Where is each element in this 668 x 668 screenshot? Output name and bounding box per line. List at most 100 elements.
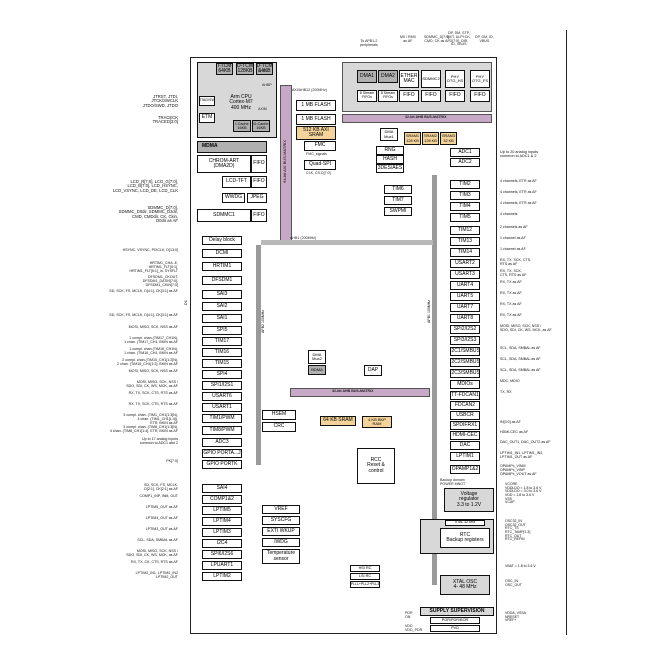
spi23-pins: MOSI, MISO, SCK, NSS / SDO, SDI, CK, WS,…: [500, 324, 552, 332]
jtag-pins: JTRST, JTDI, JTCK/SWCLK JTDO/SWD, JTDO: [142, 94, 178, 108]
ethmac-fifo: FIFO: [399, 90, 419, 102]
tim15-pins: 2 compl. chan.(TIM15_CH1[1:2]N), 2 chan.…: [117, 358, 178, 366]
apb2-bus: [256, 245, 261, 465]
quadspi-block: Quad-SPI: [304, 160, 336, 170]
uart7-pins: RX, TX as AF: [500, 302, 522, 306]
spi1-block: SPI1/I2S1: [202, 381, 242, 390]
voltreg-block: Voltage regulator 3.3 to 1.2V: [444, 488, 494, 512]
tim17-pins: 1 compl. chan.(TIM17_CH1N), 1 chan. (TIM…: [124, 336, 178, 344]
flash1-block: 1 MB FLASH: [296, 100, 336, 111]
ahb-bus-matrix-top: [342, 114, 492, 123]
bkp-block: 4 KB BKP RAM: [362, 416, 392, 428]
lptim2-block: LPTIM2: [202, 572, 242, 581]
delay-block: Delay block: [202, 236, 242, 245]
sai4-block: SAI4: [202, 484, 242, 493]
dcmi-pins: HSYNC, VSYNC, PIXCLK, D[13:0]: [122, 248, 178, 252]
sdmmc2-block: SDMMC2: [421, 70, 441, 88]
dma2-block: DMA2: [378, 70, 398, 83]
iwdg-block: IWDG: [262, 538, 300, 547]
lcdtft-block: LCD-TFT: [222, 176, 251, 188]
tim5-block: TIM5: [450, 213, 480, 222]
mdios-pins: MDC, MDIO: [500, 379, 520, 383]
tim3-pins: 4 channels, ETR as AF: [500, 190, 537, 194]
lpuart1-block: LPUART1: [202, 561, 242, 570]
apb1-bus: [432, 175, 437, 585]
spi6i2s6-block: SPI6/I2S6: [202, 550, 242, 559]
otgfs-fifo: FIFO: [470, 90, 490, 102]
dtcm2-block: D-TCM 64KB: [256, 63, 273, 75]
tim13-block: TIM13: [450, 237, 480, 246]
adc2-block: ADC2: [450, 158, 480, 167]
uart5-pins: RX, TX as AF: [500, 291, 522, 295]
lcdtft-fifo: FIFO: [251, 176, 267, 188]
hsem-block: HSEM: [262, 410, 296, 420]
lptim5-block: LPTIM5: [202, 506, 242, 515]
dcache-block: D-Cache 16KB: [252, 120, 270, 132]
jpeg-block: JPEG: [247, 193, 267, 203]
ahb1-clock-label: AHB1 (200MHz): [290, 236, 317, 240]
ahbp-label: AHBP: [262, 83, 272, 87]
gpiok-pins: PK[7:0]: [166, 459, 178, 463]
sai2-block: SAI2: [202, 302, 242, 311]
tim16-block: TIM16: [202, 348, 242, 357]
spi4-pins: MOSI, MISO, SCK, NSS as AF: [128, 369, 178, 373]
tim4-pins: 4 channels, ETR as AF: [500, 201, 537, 205]
tim3-block: TIM3: [450, 191, 480, 200]
spi5-pins: MOSI, MISO, SCK, NSS as AF: [128, 325, 178, 329]
spi4-block: SPI4: [202, 370, 242, 379]
rtc-block: RTC Backup registers: [440, 528, 490, 548]
itcm-block: I-TCM 64KB: [216, 63, 233, 75]
chromart-fifo: FIFO: [251, 155, 267, 173]
hdmicec-block: HDMI-CEC: [450, 431, 480, 440]
i2c3-pins: SCL, SDA, SMBAL as AF: [500, 368, 541, 372]
adc3-block: ADC3: [202, 438, 242, 447]
pll-block: PLL1+PLL2+PLL3: [350, 581, 380, 588]
sdmmc1-block: SDMMC1: [197, 209, 251, 222]
tim1-block: TIM1/PWM: [202, 414, 242, 423]
hrtim1-pins: HRTIM1_CHA..E, HRTIM1_FLT[5:1], HRTIM1_F…: [129, 261, 178, 273]
dac-block: DAC: [450, 441, 480, 450]
lptim3-block: LPTIM3: [202, 528, 242, 537]
lptim3-pins: LPTIM3_OUT as AF: [145, 527, 178, 531]
i2c1-pins: SCL, SDA, SMBAL as AF: [500, 346, 541, 350]
mii-pin: MII / RMII as AF: [400, 35, 416, 43]
tim13-pins: 1 channel as AF: [500, 236, 526, 240]
tim2-block: TIM2: [450, 180, 480, 189]
usart2-pins: RX, TX, SCK, CTS, RTS as AF: [500, 258, 532, 266]
usart6-block: USART6: [202, 392, 242, 401]
pdr-on-pin: PDR ON: [405, 611, 413, 619]
rtc-pins: OSC32_IN OSC32_OUT RTC_TS RTC_TAMP[1:3] …: [505, 519, 531, 542]
tim15-block: TIM15: [202, 359, 242, 368]
lsi-block: LSI RC: [350, 573, 380, 580]
fdcan2-block: FDCAN2: [450, 401, 480, 410]
tim2-pins: 4 channels, ETR as AF: [500, 179, 537, 183]
dmamux1-block: DMA Mux1: [380, 128, 398, 141]
opamp-block: OPAMP1&2: [450, 465, 480, 474]
tim8-pins: 3 compl. chan. (TIM8_CH1[1:3]N), 4 chan.…: [109, 425, 178, 433]
lcd-pins: LCD_R[7:0], LCD_G[7:0], LCD_B[7:0], LCD_…: [112, 179, 178, 193]
tim12-block: TIM12: [450, 226, 480, 235]
pvd-block: PVD: [430, 625, 480, 632]
spi1-pins: MOSI, MISO, SCK, NSS / SDO, SDI, CK, WS,…: [126, 380, 178, 388]
dtcm-block: D-TCM 128KB: [236, 63, 254, 75]
axi-bus-label: 64-bit AXI BUS-MATRIX: [282, 140, 287, 183]
sdmmc-pins: SDMMC_D[7:0], SDMMC_D0dir, SDMMC_D2dir, …: [118, 205, 178, 224]
i2c2-pins: SCL, SDA, SMBAL as AF: [500, 357, 541, 361]
apb2-label: APB2 100MHz: [261, 310, 265, 333]
sram1-block: SRAM1 128 KB: [404, 132, 421, 145]
lptim4-block: LPTIM4: [202, 517, 242, 526]
sai1-pins: SD, SCK, FS, MCLK, D[4:1], CK[3:1] as AF: [109, 313, 178, 317]
flash2-block: 1 MB FLASH: [296, 114, 336, 125]
tim7-block: TIM7: [384, 196, 412, 205]
fmc-block: FMC: [304, 141, 336, 151]
cpu-block: Arm CPU Cortex-M7 400 MHz: [216, 90, 266, 116]
syscfg-block: SYSCFG: [262, 516, 300, 525]
hrtim1-block: HRTIM1: [202, 262, 242, 271]
ahbs-label: AHBS: [258, 69, 268, 73]
tim6-block: TIM6: [384, 185, 412, 194]
ahb-bus-matrix-bottom: [290, 388, 430, 397]
usart3-block: USART3: [450, 270, 480, 279]
ethmac-block: ETHER MAC: [399, 70, 419, 88]
por-block: POR/PDR/BOR: [430, 617, 480, 624]
